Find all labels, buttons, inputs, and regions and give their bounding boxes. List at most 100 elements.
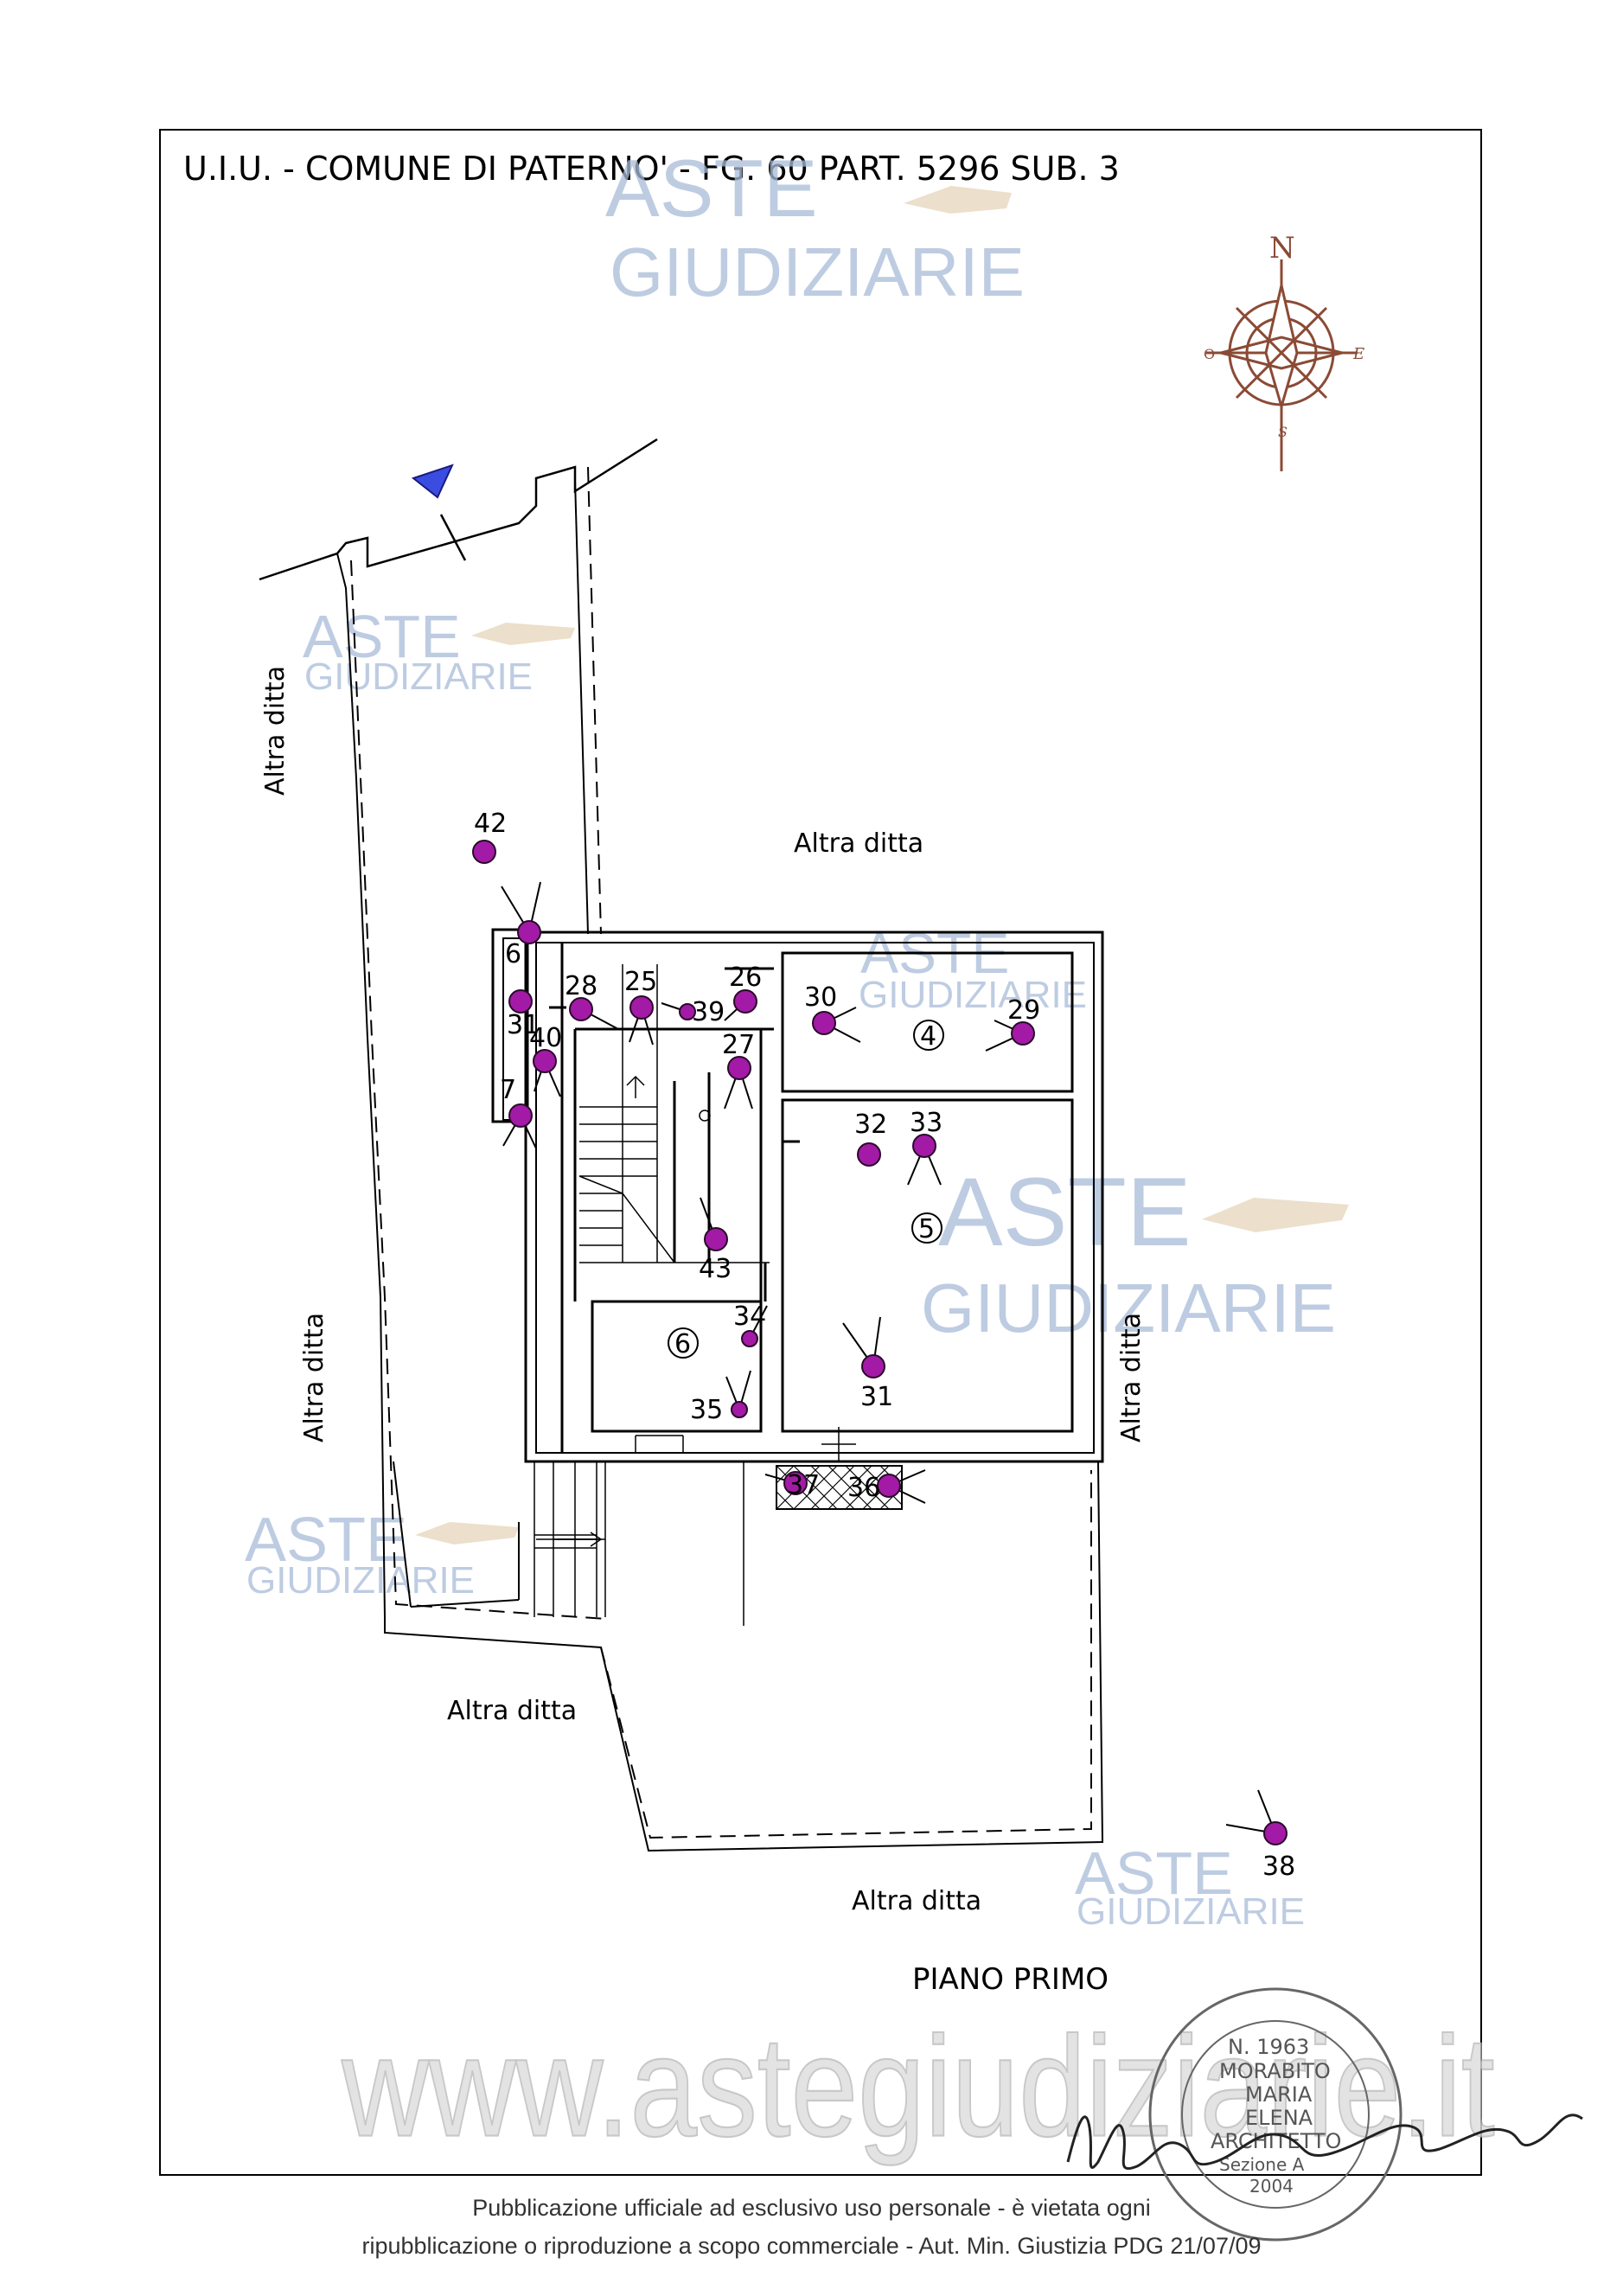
footer-notice-line-1: Pubblicazione ufficiale ad esclusivo uso… — [472, 2195, 1151, 2221]
room5-door — [821, 1427, 856, 1461]
photo-point-p6: 6 — [501, 881, 541, 969]
photo-point-p39: 39 — [661, 997, 725, 1027]
watermark-giudiziarie-5: GIUDIZIARIE — [246, 1559, 475, 1602]
room-5-number: 5 — [918, 1214, 935, 1244]
photo-point-p31b: 31 — [842, 1316, 893, 1412]
photo-point-p37: 37 — [764, 1470, 820, 1500]
photo-point-p31a: 31 — [507, 989, 540, 1040]
neighbor-label-bottom-left: Altra ditta — [447, 1696, 577, 1726]
watermark-logo-bottom-left: ASTE GIUDIZIARIE — [245, 1506, 519, 1602]
watermark-website: www.astegiudiziarie.it — [341, 2008, 1494, 2167]
photo-point-marker — [733, 989, 757, 1014]
lot-boundary — [336, 466, 1104, 1852]
photo-point-label: 35 — [690, 1395, 723, 1425]
photo-point-marker — [912, 1134, 936, 1158]
photo-point-label: 32 — [854, 1110, 887, 1140]
watermark-giudiziarie-1: GIUDIZIARIE — [610, 233, 1025, 310]
photo-point-marker — [812, 1011, 836, 1035]
photo-point-p38: 38 — [1225, 1789, 1295, 1882]
photo-point-label: 39 — [692, 997, 725, 1027]
photo-point-marker — [861, 1354, 885, 1378]
stamp-line-6: Sezione A — [1219, 2154, 1305, 2175]
photo-point-p35: 35 — [690, 1370, 751, 1425]
photo-point-label: 43 — [699, 1254, 732, 1284]
watermark-giudiziarie-4: GIUDIZIARIE — [921, 1270, 1336, 1346]
neighbor-label-top-middle: Altra ditta — [794, 828, 923, 859]
compass-east-label: E — [1352, 345, 1364, 363]
photo-point-marker — [731, 1401, 748, 1418]
watermark-aste-4: ASTE — [938, 1158, 1192, 1266]
photo-point-label: 38 — [1262, 1852, 1295, 1882]
building-walls — [491, 928, 1104, 1510]
stamp-line-4: ELENA — [1245, 2106, 1313, 2130]
watermark-giudiziarie-2: GIUDIZIARIE — [304, 656, 533, 698]
photo-point-label: 31 — [507, 1010, 540, 1040]
entrance-marker-icon — [411, 464, 454, 499]
photo-point-marker — [569, 997, 593, 1021]
neighbor-label-left-bottom: Altra ditta — [299, 1313, 329, 1442]
photo-point-label: 6 — [505, 939, 521, 969]
photo-point-label: 40 — [529, 1023, 562, 1053]
photo-point-p33: 33 — [907, 1108, 942, 1186]
photo-point-label: 31 — [860, 1382, 893, 1412]
room-6-number: 6 — [674, 1329, 691, 1359]
room-4-number: 4 — [920, 1021, 936, 1052]
photo-point-marker — [679, 1003, 696, 1020]
neighbor-label-bottom: Altra ditta — [852, 1886, 981, 1916]
handwritten-signature — [1066, 2114, 1583, 2170]
photo-point-marker — [1263, 1821, 1288, 1845]
compass-west-label: O — [1204, 346, 1215, 362]
watermark-aste-5: ASTE — [245, 1506, 407, 1575]
stamp-line-5: ARCHITETTO — [1211, 2129, 1341, 2153]
photo-point-label: 37 — [787, 1470, 820, 1500]
photo-point-label: 27 — [722, 1030, 755, 1060]
photo-point-marker — [508, 989, 533, 1014]
photo-point-marker — [857, 1142, 881, 1167]
photo-point-marker — [704, 1227, 728, 1251]
watermark-aste-2: ASTE — [303, 603, 461, 670]
photo-point-label: 29 — [1007, 995, 1040, 1026]
photo-point-marker — [1011, 1021, 1035, 1046]
watermark-aste-6: ASTE — [1075, 1839, 1233, 1907]
photo-point-marker — [877, 1474, 901, 1498]
watermark-logo-left: ASTE GIUDIZIARIE — [303, 603, 575, 698]
photo-point-label: 36 — [847, 1473, 880, 1503]
photo-point-p30: 30 — [804, 982, 861, 1043]
photo-point-label: 28 — [565, 971, 597, 1001]
watermark-logo-mid: ASTE GIUDIZIARIE — [921, 1158, 1349, 1346]
photo-point-marker — [533, 1049, 557, 1073]
neighbor-label-right: Altra ditta — [1116, 1313, 1147, 1442]
watermark-aste-1: ASTE — [605, 143, 818, 233]
neighbor-label-left-top: Altra ditta — [260, 666, 291, 796]
photo-point-marker — [783, 1471, 808, 1495]
photo-point-p25: 25 — [624, 967, 657, 1046]
photo-point-label: 30 — [804, 982, 837, 1013]
photo-point-marker — [508, 1103, 533, 1128]
stamp-line-3: MARIA — [1245, 2082, 1313, 2107]
photo-point-p27: 27 — [722, 1030, 755, 1110]
stamp-line-7: 2004 — [1249, 2176, 1294, 2197]
compass-south-label: S — [1278, 424, 1288, 440]
stair-flight — [578, 964, 770, 1453]
photo-point-marker — [741, 1330, 758, 1347]
photo-point-label: 42 — [474, 809, 507, 839]
photo-point-p26: 26 — [724, 963, 762, 1021]
photo-point-p32: 32 — [854, 1110, 887, 1167]
floor-label: PIANO PRIMO — [912, 1962, 1109, 1997]
photo-point-p34: 34 — [733, 1301, 768, 1347]
watermark-logo-top: ASTE GIUDIZIARIE — [605, 143, 1025, 310]
watermark-giudiziarie-6: GIUDIZIARIE — [1077, 1890, 1305, 1933]
watermark-logo-center: ASTE GIUDIZIARIE — [859, 921, 1087, 1016]
photo-point-p36: 36 — [847, 1469, 926, 1504]
footer-notice-line-2: ripubblicazione o riproduzione a scopo c… — [361, 2233, 1262, 2259]
architect-stamp: N. 1963 MORABITO MARIA ELENA ARCHITETTO … — [1148, 1987, 1403, 2242]
header-title: U.I.U. - COMUNE DI PATERNO' - FG. 60 PAR… — [183, 150, 1120, 188]
photo-point-label: 33 — [910, 1108, 942, 1138]
photo-point-p7: 7 — [500, 1075, 537, 1149]
photo-point-marker — [472, 840, 496, 864]
watermark-giudiziarie-3: GIUDIZIARIE — [859, 974, 1087, 1016]
photo-point-p29: 29 — [985, 995, 1040, 1052]
compass-rose: N E O S — [1204, 231, 1364, 471]
stamp-line-1: N. 1963 — [1228, 2035, 1309, 2059]
